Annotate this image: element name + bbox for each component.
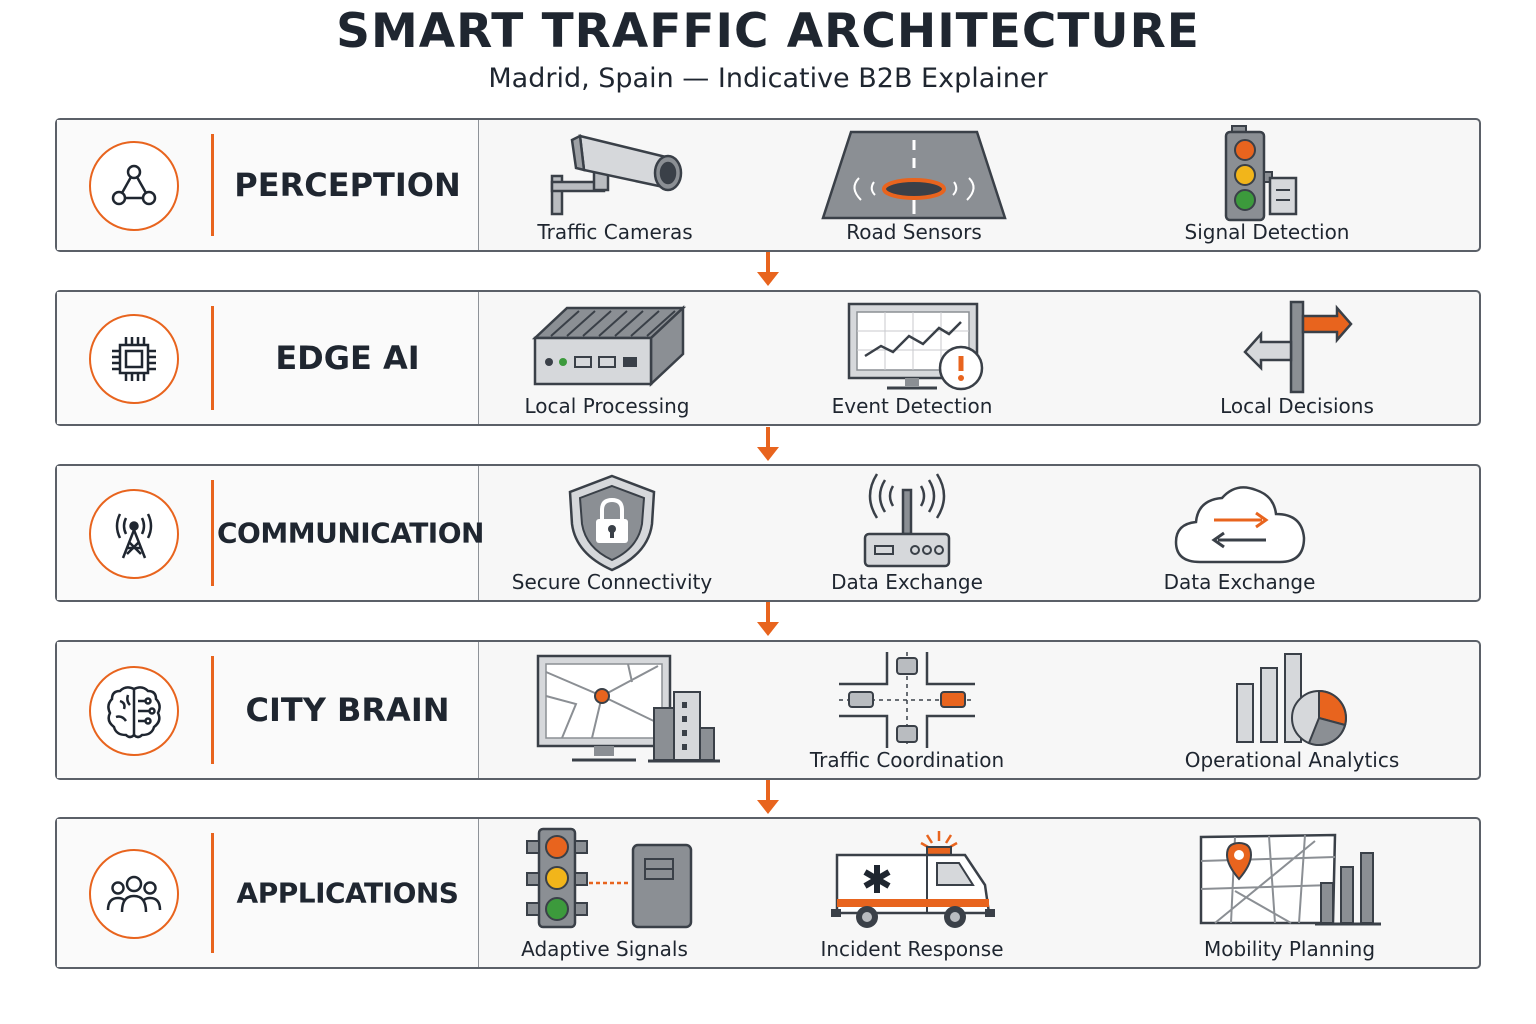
- cloud-sync-icon: [1174, 486, 1305, 564]
- layer-title: EDGE AI: [275, 339, 420, 377]
- analytics-chart-icon: [1236, 653, 1347, 746]
- layer-title: CITY BRAIN: [245, 691, 450, 729]
- item-local-processing: Local Processing: [524, 292, 690, 424]
- item-label: Secure Connectivity: [511, 570, 713, 594]
- monitor-alert-icon: [847, 302, 984, 391]
- item-label: Traffic Coordination: [809, 748, 1005, 772]
- layer-divider: [211, 480, 214, 586]
- flow-arrow-icon: [757, 252, 779, 286]
- layer-applications: APPLICATIONS Adaptive Signals: [55, 817, 1481, 969]
- item-label: Adaptive Signals: [521, 937, 688, 961]
- layer-header: COMMUNICATION: [57, 466, 484, 600]
- layer-title: COMMUNICATION: [217, 516, 484, 550]
- item-event-detection: Event Detection: [827, 292, 997, 424]
- layer-divider: [211, 134, 214, 236]
- item-label: Incident Response: [820, 937, 1004, 961]
- signpost-icon: [1243, 300, 1353, 394]
- page-title: SMART TRAFFIC ARCHITECTURE: [336, 4, 1200, 59]
- flow-arrow-icon: [757, 780, 779, 814]
- item-label: Event Detection: [831, 394, 993, 418]
- layer-header: CITY BRAIN: [57, 642, 479, 778]
- road-sensor-icon: [821, 130, 1007, 220]
- item-city-map-monitor: [532, 642, 722, 778]
- network-nodes-icon: [89, 141, 179, 231]
- item-mobility-planning: Mobility Planning: [1177, 819, 1402, 967]
- radio-tower-icon: [89, 489, 179, 579]
- layer-header: PERCEPTION: [57, 120, 479, 250]
- item-label: Traffic Cameras: [537, 220, 693, 244]
- layer-title: APPLICATIONS: [236, 876, 459, 910]
- ambulance-icon: [831, 831, 995, 928]
- flow-arrow-icon: [757, 602, 779, 636]
- layer-city-brain: CITY BRAIN: [55, 640, 1481, 780]
- brain-icon: [89, 666, 179, 756]
- item-operational-analytics: Operational Analytics: [1177, 642, 1407, 778]
- item-data-exchange-router: Data Exchange: [812, 466, 1002, 600]
- map-planning-icon: [1199, 833, 1381, 926]
- layer-communication: COMMUNICATION Secure Connectivity Data E…: [55, 464, 1481, 602]
- item-signal-detection: Signal Detection: [1167, 120, 1367, 250]
- item-road-sensors: Road Sensors: [809, 120, 1019, 250]
- traffic-signal-icon: [1224, 125, 1298, 222]
- layer-header: APPLICATIONS: [57, 819, 479, 967]
- edge-server-icon: [531, 305, 687, 387]
- layer-edge-ai: EDGE AI Local Processing Event Detectio: [55, 290, 1481, 426]
- layer-header: EDGE AI: [57, 292, 479, 424]
- layer-divider: [211, 833, 214, 953]
- chip-icon: [89, 314, 179, 404]
- item-label: Road Sensors: [846, 220, 982, 244]
- city-map-monitor-icon: [536, 654, 720, 763]
- item-label: Signal Detection: [1184, 220, 1350, 244]
- item-data-exchange-cloud: Data Exchange: [1157, 466, 1322, 600]
- item-secure-connectivity: Secure Connectivity: [497, 466, 727, 600]
- item-traffic-cameras: Traffic Cameras: [497, 120, 733, 250]
- item-incident-response: Incident Response: [817, 819, 1007, 967]
- layer-divider: [211, 306, 214, 410]
- item-label: Mobility Planning: [1203, 937, 1376, 961]
- layer-title: PERCEPTION: [234, 166, 461, 204]
- item-label: Data Exchange: [1163, 570, 1316, 594]
- layer-divider: [211, 656, 214, 764]
- router-icon: [863, 473, 951, 568]
- item-label: Local Processing: [524, 394, 690, 418]
- people-group-icon: [89, 849, 179, 939]
- traffic-camera-icon: [550, 134, 683, 216]
- item-label: Local Decisions: [1220, 394, 1374, 418]
- page-subtitle: Madrid, Spain — Indicative B2B Explainer: [488, 63, 1048, 94]
- item-label: Operational Analytics: [1184, 748, 1400, 772]
- item-label: Data Exchange: [831, 570, 983, 594]
- intersection-icon: [839, 652, 975, 748]
- adaptive-signal-icon: [525, 827, 692, 929]
- item-adaptive-signals: Adaptive Signals: [497, 819, 712, 967]
- flow-arrow-icon: [757, 427, 779, 461]
- layer-perception: PERCEPTION Traffic Cameras: [55, 118, 1481, 252]
- shield-lock-icon: [568, 474, 656, 572]
- item-traffic-coordination: Traffic Coordination: [807, 642, 1007, 778]
- item-local-decisions: Local Decisions: [1167, 292, 1427, 424]
